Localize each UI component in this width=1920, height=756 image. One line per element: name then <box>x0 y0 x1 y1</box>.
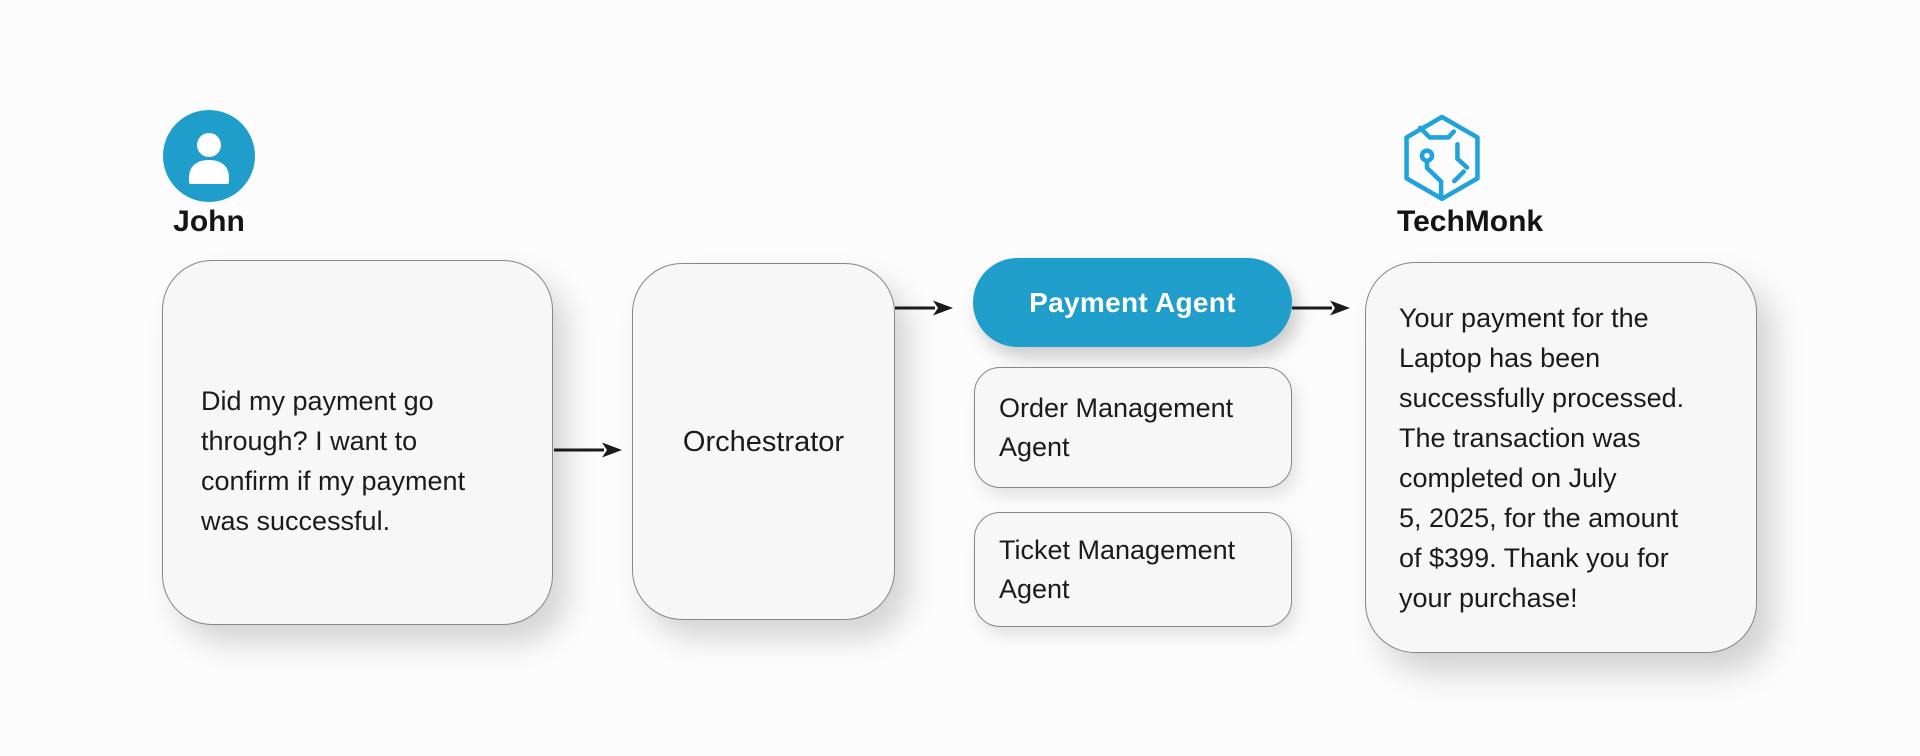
payment-agent-label: Payment Agent <box>1029 286 1236 318</box>
arrow-orchestrator-to-payment-icon <box>895 300 953 316</box>
agent-node-order-management: Order Management Agent <box>974 367 1292 488</box>
agent-node-ticket-management: Ticket Management Agent <box>974 512 1292 627</box>
arrow-user-to-orchestrator-icon <box>554 442 622 458</box>
user-message-text: Did my payment go through? I want to con… <box>201 385 466 536</box>
ticket-management-agent-label: Ticket Management Agent <box>999 534 1236 604</box>
arrow-payment-to-response-icon <box>1292 300 1350 316</box>
user-avatar-icon <box>189 133 229 184</box>
bot-message-text: Your payment for the Laptop has been suc… <box>1399 302 1685 613</box>
user-name-label: John <box>173 205 245 238</box>
techmonk-logo <box>1392 106 1492 208</box>
bot-message-box: Your payment for the Laptop has been suc… <box>1365 262 1757 653</box>
bot-name-label: TechMonk <box>1397 205 1544 238</box>
user-avatar <box>163 110 255 202</box>
techmonk-hexagon-icon <box>1404 114 1480 202</box>
orchestrator-box: Orchestrator <box>632 263 895 620</box>
user-message-box: Did my payment go through? I want to con… <box>162 260 553 625</box>
order-management-agent-label: Order Management Agent <box>999 392 1234 462</box>
orchestrator-label: Orchestrator <box>682 425 845 458</box>
agent-node-payment: Payment Agent <box>973 258 1292 347</box>
